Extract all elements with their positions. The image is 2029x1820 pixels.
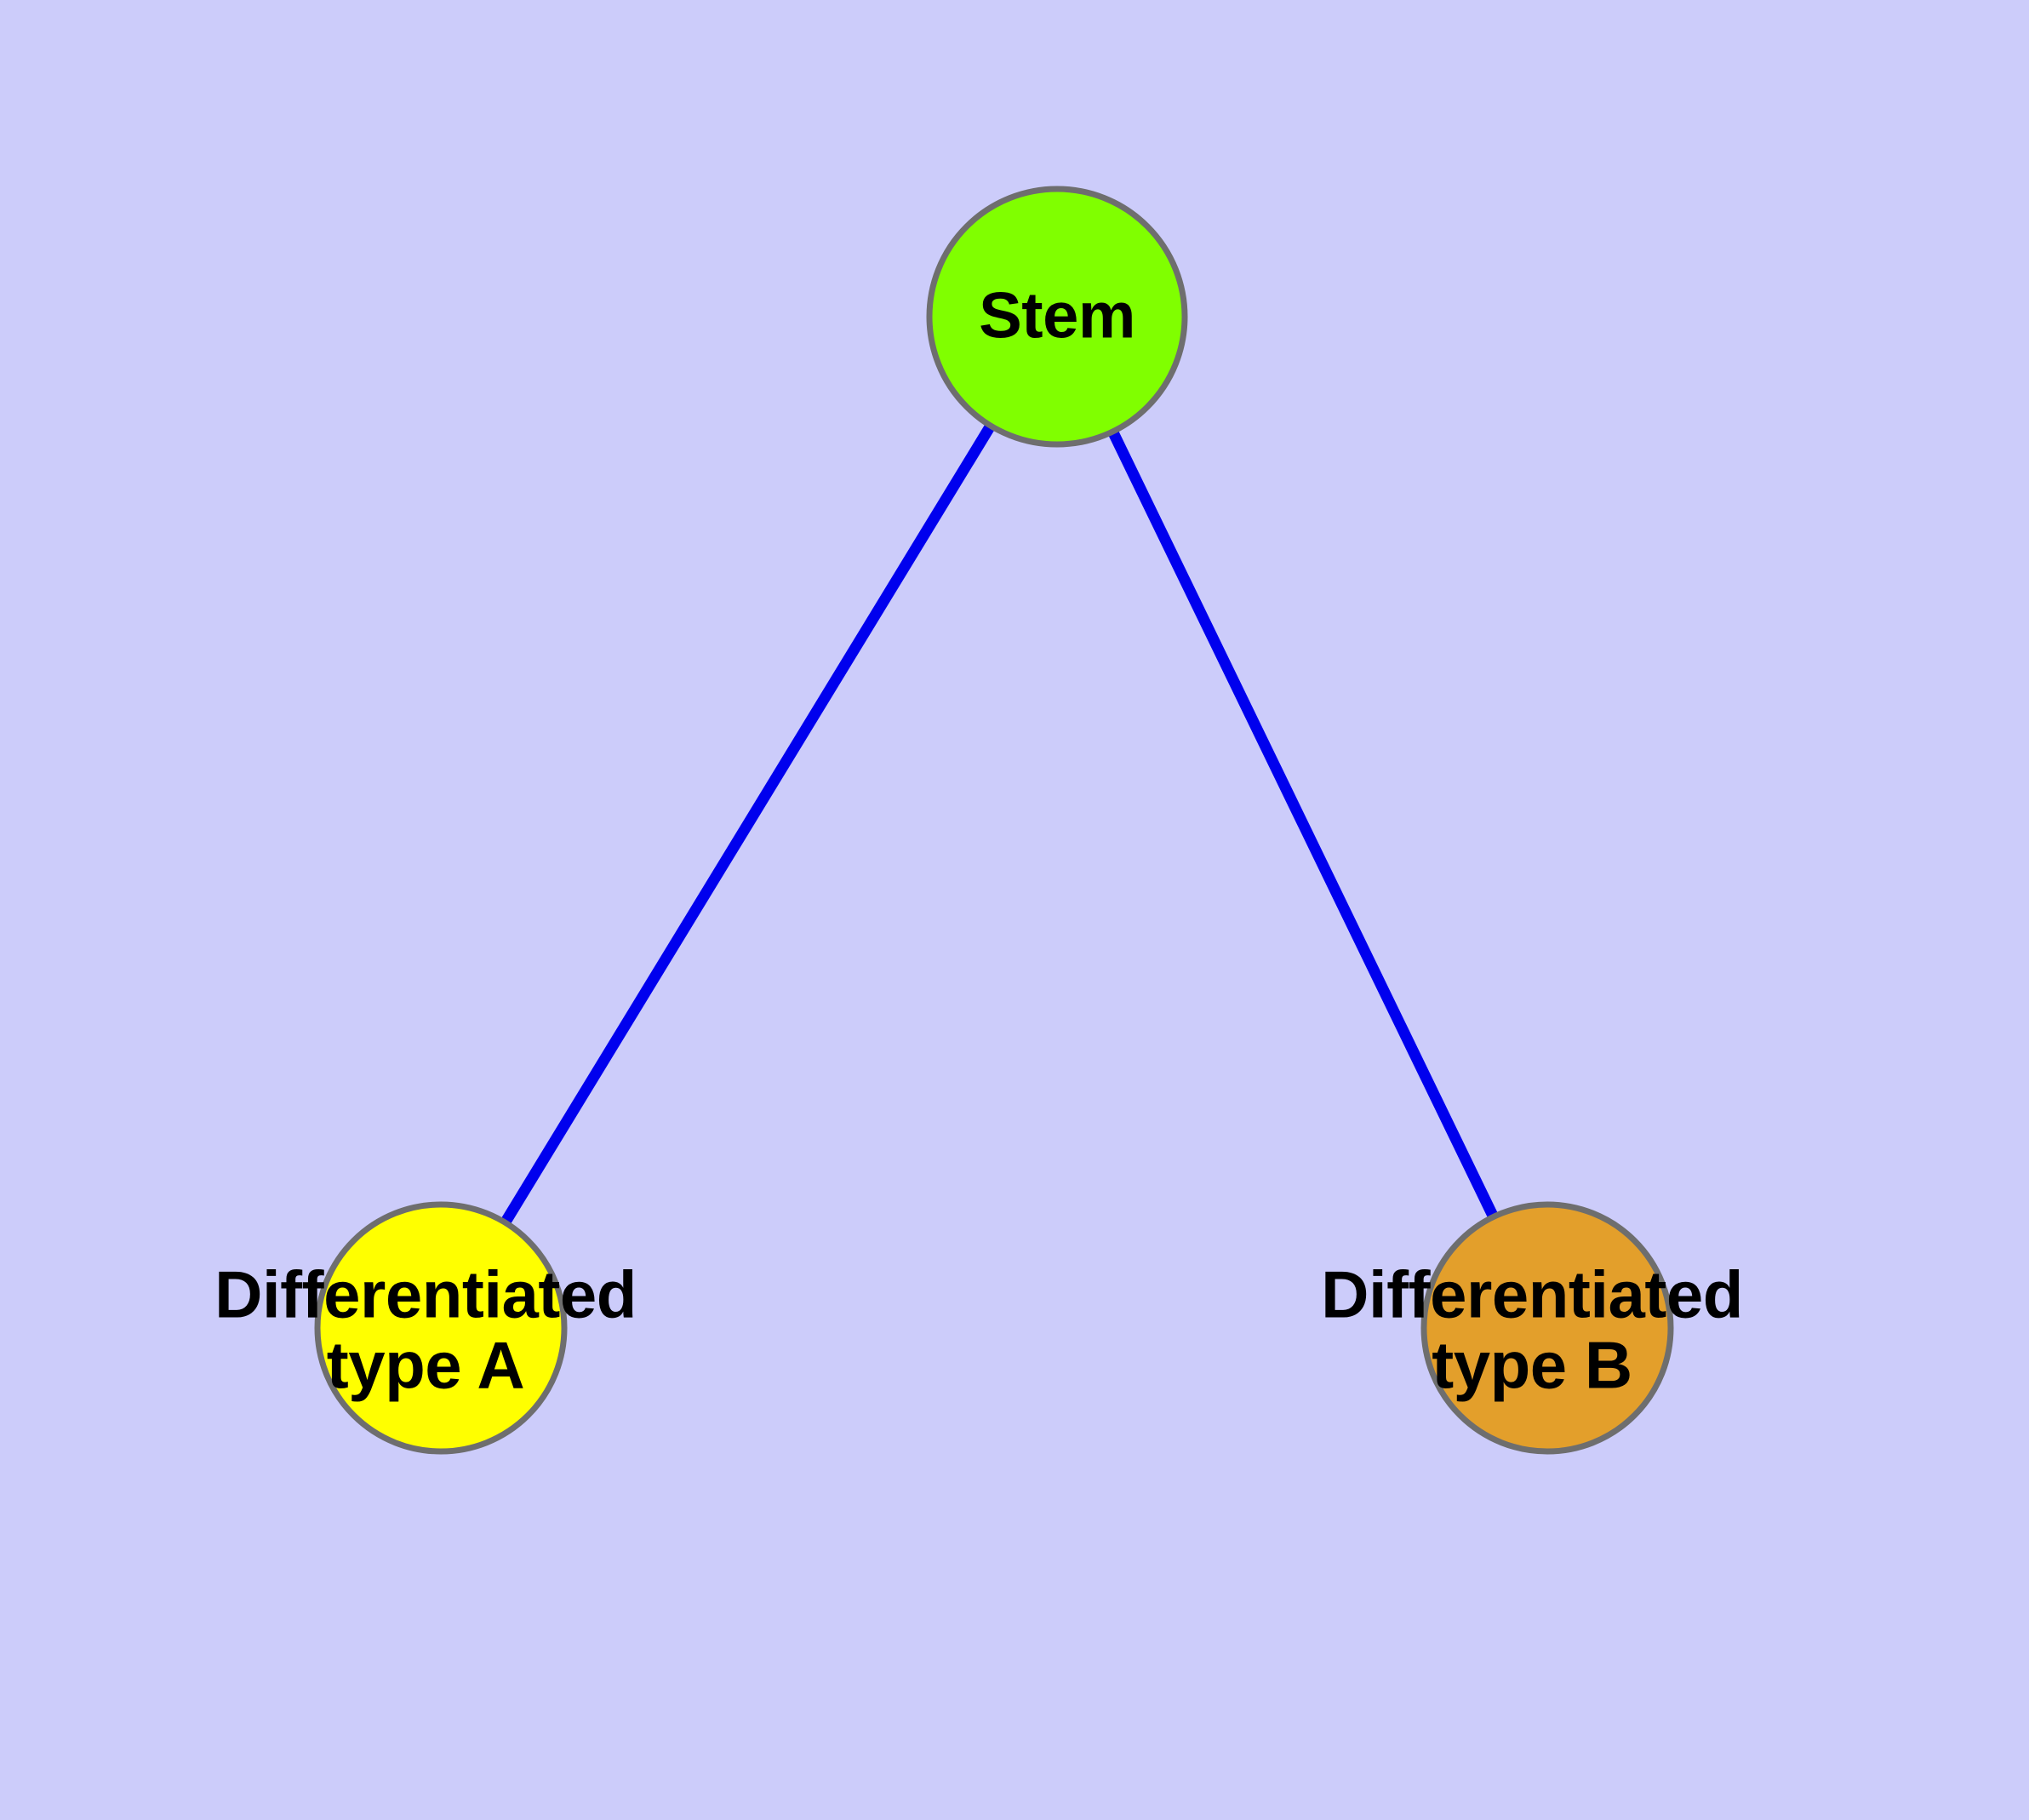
edge-layer — [500, 424, 1498, 1224]
edge-stem-to-differentiated-type-a[interactable] — [500, 424, 995, 1224]
node-differentiated-type-b[interactable] — [1420, 1201, 1674, 1455]
edge-stem-to-differentiated-type-b[interactable] — [1108, 430, 1498, 1218]
node-stem[interactable] — [926, 186, 1188, 448]
node-layer — [314, 186, 1674, 1455]
node-differentiated-type-a[interactable] — [314, 1201, 568, 1455]
